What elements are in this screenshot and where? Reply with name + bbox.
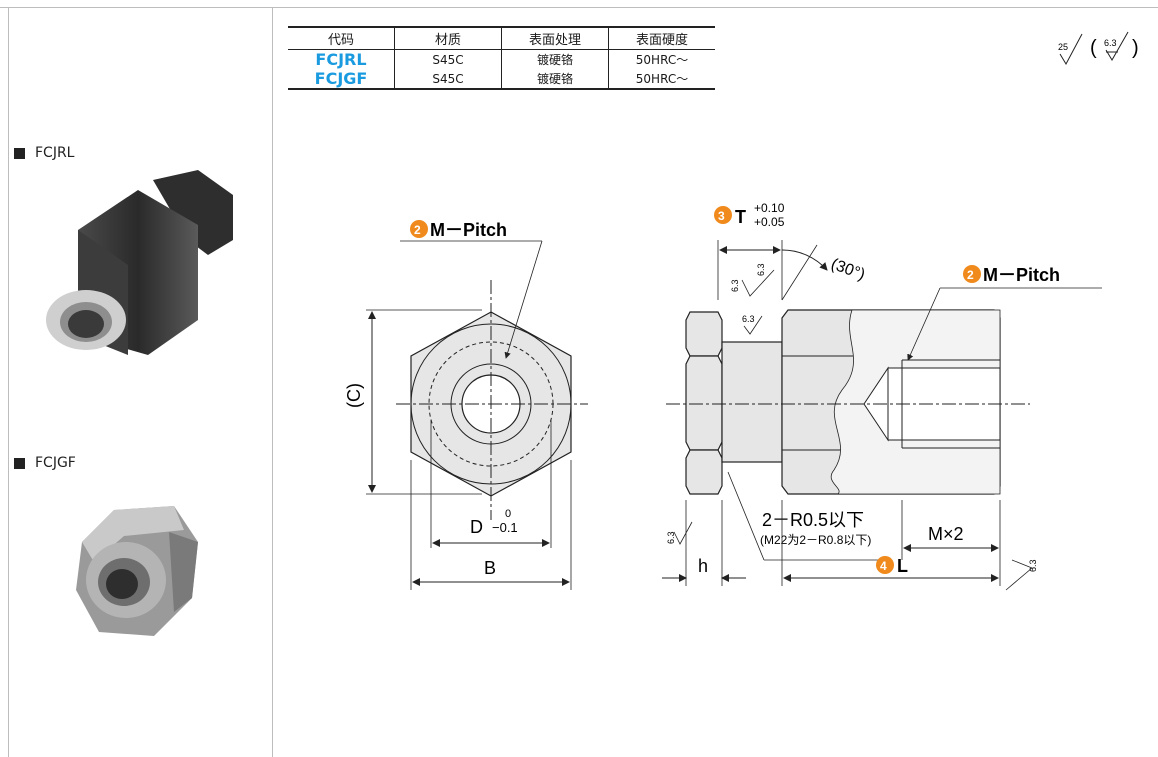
paren-open: ( xyxy=(1090,37,1097,59)
roughness-mark: 6.3 xyxy=(730,279,740,292)
fcjgf-photo xyxy=(76,506,198,636)
bullet-square-icon xyxy=(14,457,25,469)
product-name: FCJRL xyxy=(35,145,75,161)
cell-material: S45C xyxy=(394,69,502,90)
col-header-treatment: 表面处理 xyxy=(501,26,609,50)
roughness-mark: 6.3 xyxy=(666,531,676,544)
cell-hardness: 50HRC～ xyxy=(608,49,715,69)
m-times-2-label: M×2 xyxy=(928,524,964,544)
callout-2-badge xyxy=(410,220,428,238)
roughness-paren-value: 6.3 xyxy=(1104,38,1117,48)
r-note-sub: (M22为2－R0.8以下) xyxy=(760,533,871,547)
technical-drawing: (C) D 0 −0.1 B 2 M－Pitch xyxy=(344,201,1102,591)
table-row: FCJGF S45C 镀硬铬 50HRC～ xyxy=(288,69,715,90)
product-label-fcjgf: FCJGF xyxy=(14,455,76,471)
paren-close: ) xyxy=(1132,37,1139,59)
spec-table: 代码 材质 表面处理 表面硬度 FCJRL S45C 镀硬铬 50HRC～ FC… xyxy=(288,26,715,90)
cell-treatment: 镀硬铬 xyxy=(501,69,609,90)
surface-roughness-symbol: 25 ( 6.3 ) xyxy=(1058,31,1139,66)
cell-hardness: 50HRC～ xyxy=(608,69,715,90)
side-view: 3 T +0.10 +0.05 (30°) 6.3 6.3 6.3 2 M－Pi… xyxy=(662,201,1102,591)
angle-label: (30°) xyxy=(829,256,868,284)
front-view: (C) D 0 −0.1 B 2 M－Pitch xyxy=(344,220,588,590)
frame-top-line xyxy=(0,7,1158,8)
table-header-row: 代码 材质 表面处理 表面硬度 xyxy=(288,26,715,50)
callout-number: 2 xyxy=(967,268,974,282)
table-row: FCJRL S45C 镀硬铬 50HRC～ xyxy=(288,49,715,69)
roughness-mark: 6.3 xyxy=(1028,559,1038,572)
l-dimension-label: L xyxy=(897,556,908,576)
r-note-main: 2－R0.5以下 xyxy=(762,510,864,530)
col-header-code: 代码 xyxy=(288,26,395,50)
c-dimension-label: (C) xyxy=(344,383,364,408)
product-label-fcjrl: FCJRL xyxy=(14,145,74,161)
frame-left-line xyxy=(8,7,9,757)
callout-number: 3 xyxy=(718,209,725,223)
t-tol-upper: +0.10 xyxy=(754,201,785,215)
frame-divider-line xyxy=(272,7,273,757)
cell-material: S45C xyxy=(394,49,502,69)
d-tol-upper: 0 xyxy=(505,508,511,520)
m-pitch-label-side: M－Pitch xyxy=(983,265,1060,285)
callout-number: 4 xyxy=(880,559,887,573)
b-dimension-label: B xyxy=(484,558,496,578)
h-dimension-label: h xyxy=(698,556,708,576)
roughness-mark: 6.3 xyxy=(742,314,755,324)
t-dimension-label: T xyxy=(735,207,746,227)
fcjrl-photo xyxy=(46,170,233,355)
d-tol-lower: −0.1 xyxy=(492,520,518,535)
m-pitch-label: M－Pitch xyxy=(430,220,507,240)
roughness-general-value: 25 xyxy=(1058,42,1068,52)
t-tol-lower: +0.05 xyxy=(754,215,785,229)
cell-treatment: 镀硬铬 xyxy=(501,49,609,69)
bullet-square-icon xyxy=(14,147,25,159)
product-name: FCJGF xyxy=(35,455,76,471)
roughness-mark: 6.3 xyxy=(756,263,766,276)
col-header-hardness: 表面硬度 xyxy=(608,26,715,50)
cell-code: FCJGF xyxy=(288,69,395,90)
d-dimension-label: D xyxy=(470,517,483,537)
callout-number: 2 xyxy=(414,223,421,237)
col-header-material: 材质 xyxy=(394,26,502,50)
cell-code: FCJRL xyxy=(315,50,367,69)
